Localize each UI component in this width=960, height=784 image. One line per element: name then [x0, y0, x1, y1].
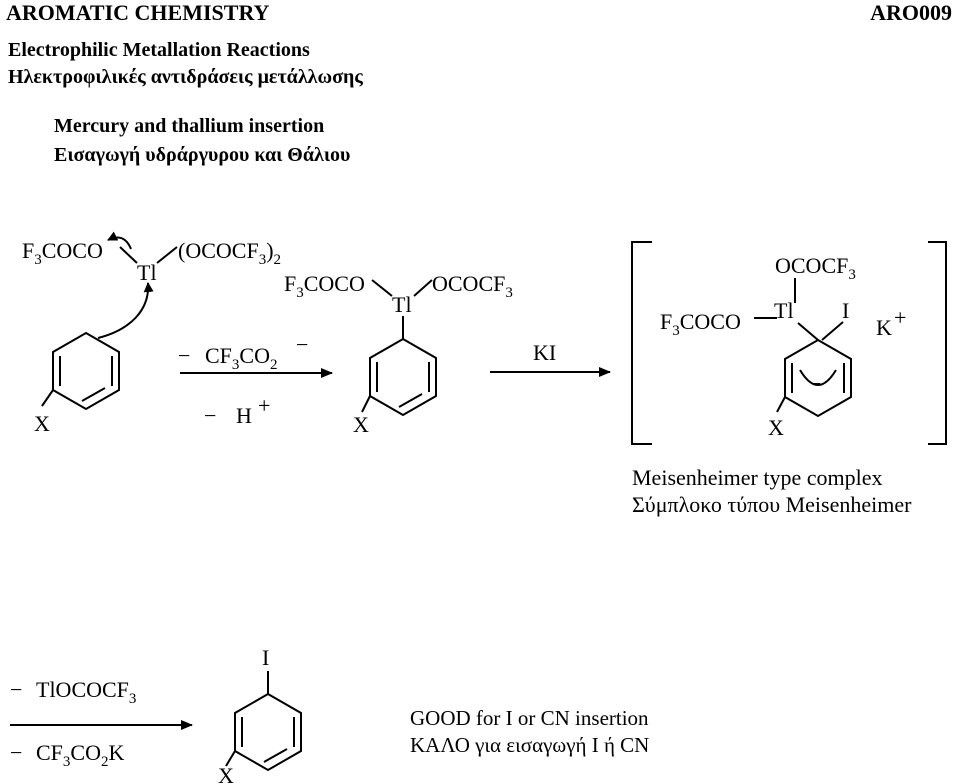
intermediate-tl-bond-left	[371, 279, 393, 297]
loss-2-formula: H	[236, 403, 252, 428]
complex-cyclohexadienyl-ring	[784, 338, 852, 418]
intermediate-metal: Tl	[392, 292, 412, 317]
complex-tl-ring-bond	[797, 322, 819, 341]
product-iodide: I	[262, 645, 269, 670]
curly-arrow-attack	[97, 282, 154, 339]
loss-1-charge: −	[296, 332, 308, 357]
bracket-right	[928, 241, 947, 445]
title-english: Electrophilic Metallation Reactions	[8, 39, 310, 61]
complex-counterion: K	[876, 315, 892, 340]
reactant-benzene-ring	[52, 331, 120, 411]
reactant-x-bond	[41, 389, 54, 407]
loss-3-formula: TlOCOCF3	[36, 677, 136, 707]
reactant-metal: Tl	[137, 260, 157, 285]
loss-1-formula: CF3CO2	[205, 343, 277, 373]
loss-4-formula: CF3CO2K	[36, 740, 124, 770]
complex-metal: Tl	[774, 298, 794, 323]
complex-ligand-left: F3COCO	[660, 309, 741, 339]
bracket-left	[631, 241, 652, 445]
complex-substituent: X	[768, 415, 784, 440]
reactant-ligand-right: (OCOCF3)2	[178, 238, 281, 268]
product-substituent: X	[218, 763, 234, 784]
complex-ring-charge: −	[810, 373, 821, 395]
complex-counterion-charge: +	[894, 305, 906, 330]
loss-1-minus: −	[178, 343, 190, 368]
loss-3-minus: −	[10, 677, 22, 702]
intermediate-benzene-ring	[369, 337, 437, 417]
reactant-tl-bond-left	[119, 246, 138, 264]
loss-2-charge: +	[258, 393, 270, 418]
sheet-code: ARO009	[870, 0, 952, 25]
reactant-tl-bond-right	[156, 246, 178, 264]
complex-label-english: Meisenheimer type complex	[632, 465, 882, 490]
complex-i-ring-bond	[821, 321, 844, 341]
complex-ligand-top: OCOCF3	[775, 253, 856, 283]
intermediate-ligand-left: F3COCO	[284, 271, 365, 301]
complex-x-bond	[776, 396, 786, 413]
loss-2-minus: −	[204, 403, 216, 428]
title-greek: Ηλεκτροφιλικές αντιδράσεις μετάλλωσης	[8, 66, 363, 88]
reagent-ki: KI	[533, 340, 556, 365]
intermediate-x-bond	[361, 395, 371, 413]
complex-iodide: I	[842, 298, 849, 323]
intermediate-tl-bond-right	[413, 279, 433, 297]
subtitle-english: Mercury and thallium insertion	[54, 115, 325, 137]
product-note-greek: ΚΑΛΟ για εισαγωγή I ή CN	[410, 733, 649, 757]
intermediate-substituent: X	[353, 412, 369, 437]
curly-arrow-leaving-group	[107, 231, 132, 250]
reactant-ligand-left: F3COCO	[22, 238, 103, 268]
product-note-english: GOOD for I or CN insertion	[410, 706, 649, 730]
loss-4-minus: −	[10, 740, 22, 765]
complex-label-greek: Σύμπλοκο τύπου Meisenheimer	[632, 492, 912, 517]
intermediate-ligand-right: OCOCF3	[432, 271, 513, 301]
topic-title: AROMATIC CHEMISTRY	[6, 0, 270, 25]
subtitle-greek: Εισαγωγή υδράργυρου και Θάλιου	[54, 144, 351, 166]
product-x-bond	[225, 750, 236, 767]
product-benzene-ring	[234, 692, 302, 772]
reactant-substituent: X	[34, 411, 50, 436]
